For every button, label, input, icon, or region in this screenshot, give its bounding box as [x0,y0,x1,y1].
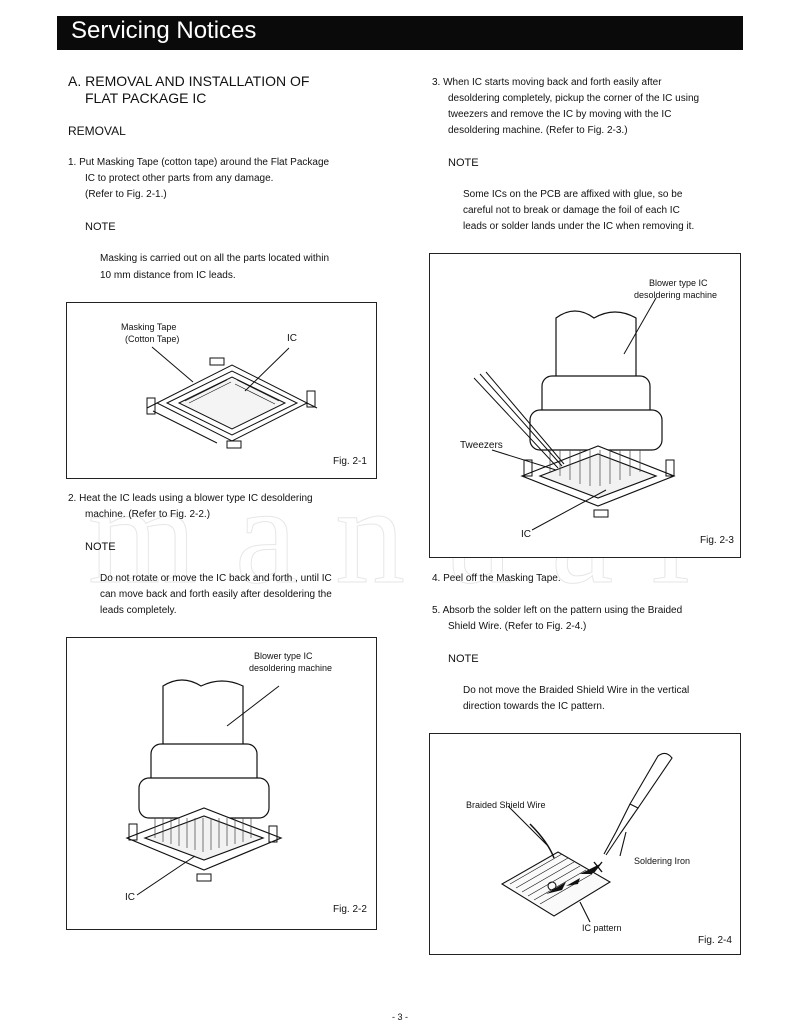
page-header: Servicing Notices [57,16,743,50]
label-ic: IC [287,333,297,344]
note-heading-5: NOTE [448,653,479,665]
page-title: Servicing Notices [71,17,257,44]
masking-tape-diagram [146,346,318,449]
label-ic: IC [521,529,531,540]
step4-line: 4. Peel off the Masking Tape. [432,573,561,584]
step3-line4: desoldering machine. (Refer to Fig. 2-3.… [448,125,628,136]
blower-desoldering-diagram [125,679,283,896]
step3-line3: tweezers and remove the IC by moving wit… [448,109,672,120]
note2-line3: leads completely. [100,605,177,616]
section-title-line2: FLAT PACKAGE IC [85,90,207,106]
tweezers-removal-diagram [473,297,676,531]
removal-heading: REMOVAL [68,124,126,138]
note-heading-2: NOTE [85,541,116,553]
step1-line3: (Refer to Fig. 2-1.) [85,189,167,200]
step1-line1: 1. Put Masking Tape (cotton tape) around… [68,157,330,168]
note2-line2: can move back and forth easily after des… [100,589,332,600]
section-title-line1: A. REMOVAL AND INSTALLATION OF [68,73,310,89]
note1-line2: 10 mm distance from IC leads. [100,270,236,281]
figure-2-3: Blower type IC desoldering machine Tweez… [429,253,741,558]
label-ic: IC [125,892,135,903]
note-heading-1: NOTE [85,221,116,233]
label-cotton-tape: (Cotton Tape) [125,334,180,344]
page-number: - 3 - [391,1012,408,1022]
note5-line2: direction towards the IC pattern. [463,701,605,712]
note-heading-3: NOTE [448,157,479,169]
label-blower-2: desoldering machine [249,663,333,673]
figure-2-1: Masking Tape (Cotton Tape) IC Fig. 2-1 [66,302,377,479]
note1-line1: Masking is carried out on all the parts … [100,253,330,264]
step3-line1: 3. When IC starts moving back and forth … [432,77,662,88]
figure-2-2: Blower type IC desoldering machine IC Fi… [66,637,377,930]
step5-line2: Shield Wire. (Refer to Fig. 2-4.) [448,621,587,632]
note2-line1: Do not rotate or move the IC back and fo… [100,573,332,584]
step1-line2: IC to protect other parts from any damag… [85,173,274,184]
braided-wire-diagram [500,752,673,923]
label-blower-1: Blower type IC [254,651,313,661]
note3-line2: careful not to break or damage the foil … [463,205,680,216]
label-tweezers: Tweezers [460,440,503,451]
note5-line1: Do not move the Braided Shield Wire in t… [463,685,690,696]
step2-line2: machine. (Refer to Fig. 2-2.) [85,509,211,520]
step5-line1: 5. Absorb the solder left on the pattern… [432,605,683,616]
label-soldering-iron: Soldering Iron [634,856,691,866]
fig-2-1-caption: Fig. 2-1 [333,456,367,467]
label-blower-2: desoldering machine [634,290,718,300]
label-ic-pattern: IC pattern [582,923,622,933]
fig-2-4-caption: Fig. 2-4 [698,935,732,946]
note3-line3: leads or solder lands under the IC when … [463,221,695,232]
step3-line2: desoldering completely, pickup the corne… [448,93,700,104]
note3-line1: Some ICs on the PCB are affixed with glu… [463,189,683,200]
figure-2-4: Braided Shield Wire Soldering Iron IC pa… [429,733,741,955]
label-blower-1: Blower type IC [649,278,708,288]
step2-line1: 2. Heat the IC leads using a blower type… [68,493,313,504]
fig-2-3-caption: Fig. 2-3 [700,535,734,546]
label-masking-tape: Masking Tape [121,322,177,332]
label-braided-wire: Braided Shield Wire [466,800,546,810]
fig-2-2-caption: Fig. 2-2 [333,904,367,915]
